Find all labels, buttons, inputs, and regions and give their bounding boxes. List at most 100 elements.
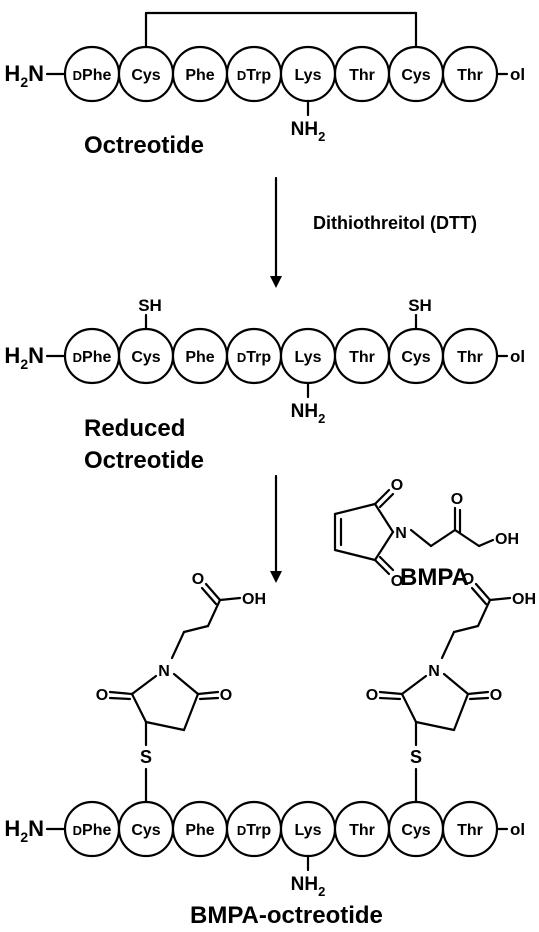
product-residue-label-4: DTrp: [237, 822, 272, 839]
adduct-left-s-atom: S: [140, 747, 152, 767]
bmpa-reagent-chain-2: [429, 528, 457, 548]
octreotide-residue-label-6: Thr: [349, 67, 375, 84]
bmpa-reagent-co2-b: [378, 555, 395, 572]
product-residue-label-7: Cys: [401, 822, 430, 839]
arrow-dtt-head: [270, 276, 282, 288]
adduct-right-ring-d: [400, 674, 428, 696]
reduced-residue-label-5: Lys: [295, 349, 322, 366]
reduced-label-line1: Reduced: [84, 415, 186, 442]
adduct-right-co1-b: [378, 696, 402, 701]
bmpa-reagent-acid-oh: OH: [495, 531, 519, 548]
reduced-residue-label-7: Cys: [401, 349, 430, 366]
adduct-left-chain-2: [182, 624, 210, 634]
adduct-left-ring-a: [144, 720, 186, 732]
octreotide-residue-label-2: Cys: [131, 67, 160, 84]
reduced-residue-label-6: Thr: [349, 349, 375, 366]
bmpa-reagent-ring-bond-0: [373, 502, 395, 534]
adduct-left-co1-a: [108, 690, 134, 696]
octreotide-n-terminus: H2N: [4, 61, 44, 90]
adduct-left-ring-b: [182, 692, 200, 732]
reduced-lys-amine: NH2: [291, 401, 326, 426]
bmpa-reagent-co1-b: [378, 492, 395, 509]
adduct-right-ring-e: [400, 692, 418, 724]
reduced-thiol-6: SH: [408, 296, 432, 315]
bmpa-reagent-o2: O: [391, 573, 403, 590]
reduced-residue-label-2: Cys: [131, 349, 160, 366]
octreotide-residue-label-5: Lys: [295, 67, 322, 84]
bmpa-reagent-co2-a: [373, 558, 391, 576]
bmpa-reagent-ring-bond-1: [333, 502, 377, 516]
adduct-right-acid-co-a: [474, 582, 492, 602]
adduct-left-o1: O: [96, 687, 108, 704]
dtt-reagent-label: Dithiothreitol (DTT): [313, 213, 477, 233]
adduct-left-n-atom: N: [158, 663, 170, 680]
bmpa-reagent-ring-bond-2: [333, 548, 377, 562]
product-residue-label-2: Cys: [131, 822, 160, 839]
product-residue-label-8: Thr: [457, 822, 483, 839]
bmpa-reagent-chain-1: [409, 528, 433, 548]
bmpa-label: BMPA: [400, 564, 469, 591]
octreotide-residue-label-4: DTrp: [237, 67, 272, 84]
adduct-left-co2-a: [196, 690, 220, 696]
adduct-right-co2-b: [468, 696, 490, 701]
bmpa-octreotide-label: BMPA-octreotide: [190, 902, 383, 929]
adduct-right-o1: O: [366, 687, 378, 704]
adduct-right-chain-oh: [488, 596, 512, 602]
adduct-right-s-atom: S: [410, 747, 422, 767]
adduct-right-co2-a: [466, 690, 490, 696]
reduced-residue-label-3: Phe: [185, 349, 214, 366]
octreotide-c-terminus: ol: [510, 65, 525, 84]
octreotide-residue-label-8: Thr: [457, 67, 483, 84]
bmpa-reagent-acid-o: O: [451, 491, 463, 508]
adduct-left-acid-co-b: [200, 586, 218, 606]
adduct-left-co1-b: [108, 696, 132, 701]
product-lys-amine: NH2: [291, 874, 326, 899]
adduct-left-acid-co-a: [204, 582, 222, 602]
adduct-left-co2-b: [198, 696, 220, 701]
adduct-right-n-atom: N: [428, 663, 440, 680]
adduct-right-ring-b: [452, 692, 470, 732]
octreotide-residue-label-1: DPhe: [73, 67, 112, 84]
adduct-left-acid-o: O: [192, 571, 204, 588]
bmpa-reagent-chain-3: [453, 528, 481, 548]
reduced-residue-label-8: Thr: [457, 349, 483, 366]
reduced-label-line2: Octreotide: [84, 447, 205, 474]
adduct-right-o2: O: [490, 687, 502, 704]
reduced-residue-label-1: DPhe: [73, 349, 112, 366]
adduct-right-chain-1: [440, 630, 456, 660]
adduct-left-acid-oh: OH: [242, 591, 266, 608]
adduct-right-chain-2: [452, 624, 480, 634]
bmpa-reagent-chain-oh: [477, 538, 495, 548]
product-residue-label-3: Phe: [185, 822, 214, 839]
adduct-right-acid-o: O: [462, 571, 474, 588]
reduced-thiol-1: SH: [138, 296, 162, 315]
adduct-left-chain-oh: [218, 596, 242, 602]
adduct-right-acid-co-b: [470, 586, 488, 606]
reduced-residue-label-4: DTrp: [237, 349, 272, 366]
adduct-right-chain-3: [476, 598, 492, 628]
product-residue-label-1: DPhe: [73, 822, 112, 839]
product-n-terminus: H2N: [4, 816, 44, 845]
product-residue-label-6: Thr: [349, 822, 375, 839]
adduct-left-ring-c: [172, 672, 200, 696]
adduct-right-co1-a: [378, 690, 404, 696]
adduct-left-chain-3: [206, 598, 222, 628]
adduct-left-o2: O: [220, 687, 232, 704]
product-residue-label-5: Lys: [295, 822, 322, 839]
bmpa-reagent-co1-a: [373, 488, 391, 506]
bmpa-reagent-ring-bond-3: [373, 530, 395, 562]
octreotide-label: Octreotide: [84, 132, 205, 159]
adduct-left-ring-e: [130, 692, 148, 724]
adduct-right-ring-c: [442, 672, 470, 696]
bmpa-reagent-o1: O: [391, 477, 403, 494]
octreotide-residue-label-7: Cys: [401, 67, 430, 84]
octreotide-lys-amine: NH2: [291, 119, 326, 144]
reduced-n-terminus: H2N: [4, 343, 44, 372]
bmpa-reagent-n-atom: N: [395, 525, 407, 542]
adduct-left-chain-1: [170, 630, 186, 660]
adduct-right-acid-oh: OH: [512, 591, 536, 608]
reduced-c-terminus: ol: [510, 347, 525, 366]
product-c-terminus: ol: [510, 820, 525, 839]
adduct-left-ring-d: [130, 674, 158, 696]
